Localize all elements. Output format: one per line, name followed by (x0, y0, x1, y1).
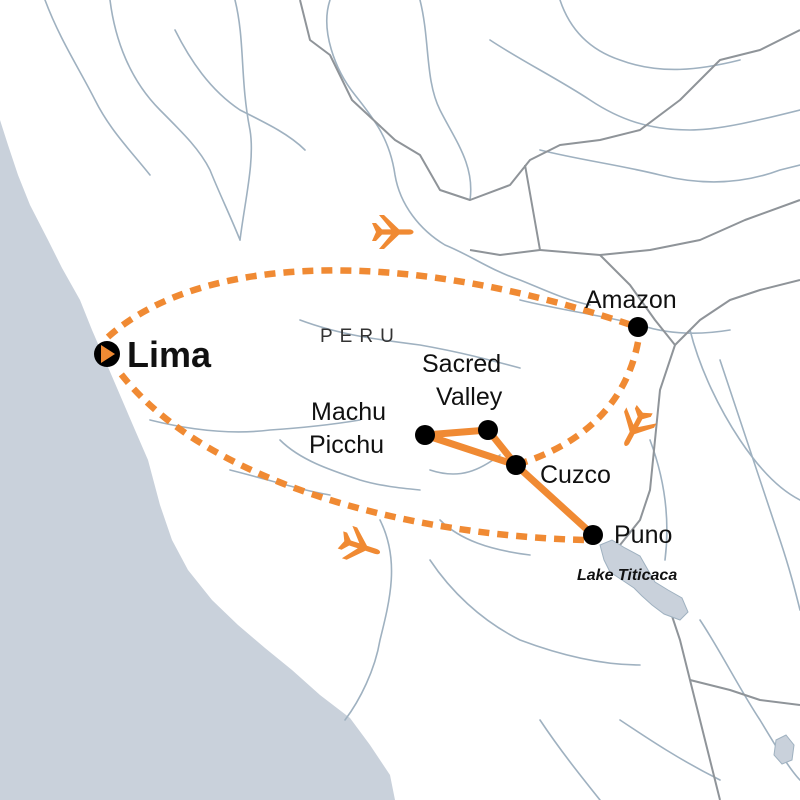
country-borders (299, 0, 800, 800)
start-marker-icon[interactable] (94, 341, 120, 367)
land-route-machu-sacred-cuzco (421, 426, 520, 469)
lima-label: Lima (127, 334, 212, 375)
puno-label: Puno (614, 521, 672, 549)
machu-picchu-label-line1: Machu (311, 398, 386, 426)
sacred-valley-label-line2: Valley (436, 383, 503, 411)
stop-marker-icon[interactable] (628, 317, 648, 337)
machu-picchu-label-line2: Picchu (309, 431, 384, 459)
sacred-valley-label-line1: Sacred (422, 350, 501, 378)
pacific-ocean (0, 120, 395, 800)
stop-marker-icon[interactable] (583, 525, 603, 545)
stop-marker-icon[interactable] (415, 425, 435, 445)
lake-titicaca-label: Lake Titicaca (577, 567, 677, 584)
stop-markers (94, 317, 648, 545)
lake-titicaca (599, 539, 689, 621)
rivers (44, 0, 800, 800)
map-labels: Lima Amazon PERU Sacred Valley Machu Pic… (127, 286, 677, 584)
stop-marker-icon[interactable] (478, 420, 498, 440)
cuzco-label: Cuzco (540, 461, 611, 489)
flight-route-puno-lima (115, 368, 585, 544)
lakes (599, 539, 795, 765)
lake-small (773, 734, 795, 765)
stop-marker-icon[interactable] (506, 455, 526, 475)
flight-route-amazon-cuzco (523, 341, 642, 466)
amazon-label: Amazon (585, 286, 677, 314)
country-label: PERU (320, 326, 401, 347)
land-routes (421, 426, 597, 539)
land-route-cuzco-puno (512, 461, 597, 539)
flight-routes (105, 267, 642, 544)
